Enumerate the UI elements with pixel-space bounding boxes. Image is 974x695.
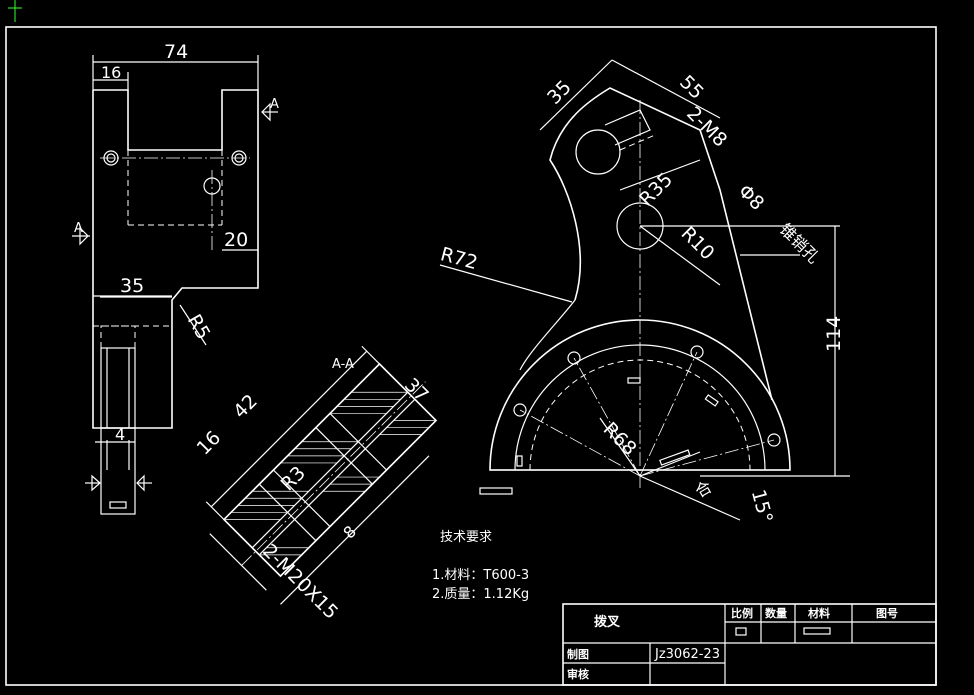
dim-side-pin-note: 锥销孔	[776, 220, 823, 267]
dim-section-length: 42	[229, 390, 262, 423]
dim-front-slot-offset: 16	[101, 63, 121, 82]
dim-front-hole-offset: 20	[224, 229, 248, 251]
drawing-number: Jz3062-23	[654, 647, 720, 662]
tech-requirements-heading: 技术要求	[440, 530, 492, 545]
crosshair-cursor-icon	[8, 0, 22, 22]
dim-side-r72: R72	[438, 243, 480, 274]
row-checked: 审核	[567, 667, 589, 681]
dim-section-radius: R3	[277, 462, 310, 495]
part-name: 拨叉	[594, 614, 621, 630]
tech-requirements-line-2: 2.质量：1.12Kg	[432, 587, 529, 602]
section-view	[205, 345, 438, 605]
dim-front-width: 74	[164, 41, 188, 63]
col-drawing-no: 图号	[876, 607, 898, 620]
section-mark-right: A	[270, 97, 279, 112]
dim-front-step-width: 35	[120, 275, 144, 297]
dim-section-width: 16	[193, 427, 226, 460]
front-view	[72, 55, 278, 515]
dim-section-hole: 8	[339, 522, 360, 543]
section-mark-left: A	[74, 221, 83, 236]
dim-side-dia8: Φ8	[734, 180, 769, 215]
drawing-border	[5, 26, 937, 686]
col-qty: 数量	[765, 606, 787, 620]
dim-side-height: 114	[823, 316, 845, 352]
col-scale: 比例	[731, 606, 753, 620]
dim-side-left-top: 35	[543, 76, 576, 109]
col-material: 材料	[808, 606, 830, 620]
dim-front-bottom: 4	[115, 425, 125, 444]
dim-side-right-top: 55	[675, 71, 708, 104]
title-block	[562, 603, 937, 686]
row-drawn: 制图	[567, 647, 589, 661]
side-view	[439, 59, 850, 521]
dim-section-thread: 2-M20X15	[258, 540, 342, 624]
dim-side-r35: R35	[635, 169, 677, 211]
tech-requirements-line-1: 1.材料：T600-3	[432, 568, 529, 583]
dim-side-thread: 2-M8	[682, 102, 731, 151]
section-label: A-A	[332, 357, 354, 372]
dim-side-combined: 合	[692, 477, 715, 501]
dim-side-angle: 15°	[747, 487, 777, 525]
